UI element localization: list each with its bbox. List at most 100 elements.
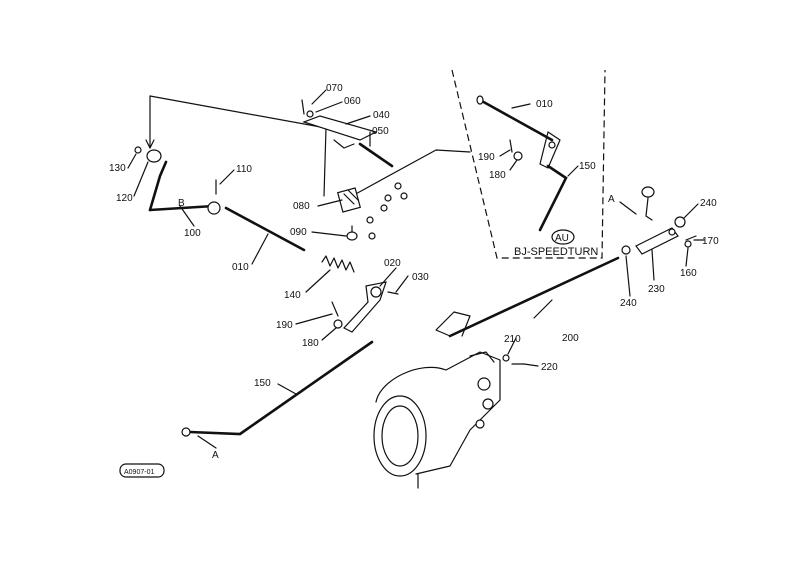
joint-a-stem	[645, 197, 653, 221]
drawing-number: A0907-01	[124, 469, 154, 476]
inset-callout-180: 180	[489, 170, 506, 181]
housing-body	[375, 351, 501, 475]
leader-220	[523, 363, 539, 367]
rod-150	[188, 340, 374, 436]
bracket-040	[302, 115, 378, 141]
inset-panel: 010 190 180 150 AU BJ-SPEEDTURN	[451, 69, 606, 259]
lever-230-hole	[668, 228, 676, 236]
inset-leader-190	[499, 149, 511, 157]
leader-150	[277, 383, 297, 395]
rod-200-bend	[435, 311, 471, 337]
spring-140	[321, 255, 355, 273]
callout-170: 170	[702, 236, 719, 247]
ref-a-bottom: A	[212, 450, 219, 461]
inset-shaft-end	[476, 95, 484, 105]
joint-a	[641, 186, 655, 198]
leader-060	[315, 101, 343, 113]
leader-180	[321, 327, 337, 341]
pin-170	[685, 235, 697, 241]
callout-230: 230	[648, 284, 665, 295]
rod-150-end	[181, 427, 191, 437]
fitting-f	[368, 232, 376, 240]
callout-240-lower: 240	[620, 298, 637, 309]
inset-arm	[539, 131, 561, 169]
leader-200	[533, 299, 553, 319]
fitting-b	[400, 192, 408, 200]
housing-boss-3	[475, 419, 485, 429]
leader-a-top	[619, 201, 637, 215]
leader-040	[345, 115, 371, 125]
callout-010: 010	[232, 262, 249, 273]
leader-210	[507, 337, 517, 355]
callout-110: 110	[236, 164, 252, 175]
washer-060	[306, 110, 314, 118]
ref-a-top: A	[608, 194, 615, 205]
housing-flange-inner	[381, 405, 419, 467]
callout-050: 050	[372, 126, 389, 137]
inset-shaft	[478, 98, 554, 142]
callout-160: 160	[680, 268, 697, 279]
leader-030	[395, 275, 409, 293]
lever-230	[635, 227, 679, 255]
shaft-010	[224, 206, 306, 252]
fitting-e	[366, 216, 374, 224]
nut-240-upper	[674, 216, 686, 228]
leader-190	[295, 313, 333, 325]
callout-120: 120	[116, 193, 133, 204]
leader-a-bottom	[197, 435, 217, 449]
leader-080	[317, 199, 343, 207]
leader-240-upper	[683, 203, 699, 219]
callout-090: 090	[290, 227, 307, 238]
housing-boss	[477, 377, 491, 391]
cap-130	[134, 146, 142, 154]
callout-020: 020	[384, 258, 401, 269]
inset-callout-190: 190	[478, 152, 495, 163]
fitting-d	[380, 204, 388, 212]
callout-070: 070	[326, 83, 343, 94]
block-080-hatch	[343, 189, 359, 205]
inset-callout-150: 150	[579, 161, 596, 172]
rod-200	[448, 256, 620, 338]
leader-070	[311, 89, 327, 105]
leader-020	[379, 267, 397, 287]
leader-240-lower	[625, 255, 631, 297]
callout-labels: 070 060 040 050 110 130 120 100 080 090 …	[109, 83, 719, 461]
housing-top-fitting	[469, 351, 495, 363]
callout-240-upper: 240	[700, 198, 717, 209]
right-linkage	[435, 186, 697, 338]
leader-lines	[127, 89, 705, 449]
callout-150: 150	[254, 378, 271, 389]
leader-130	[127, 153, 137, 169]
housing-boss-2	[482, 398, 494, 410]
control-cable	[351, 149, 471, 197]
block-080	[336, 187, 362, 213]
leader-160	[685, 247, 689, 267]
ref-b: B	[178, 198, 185, 209]
fitting-210	[502, 354, 510, 362]
fitting-a	[394, 182, 402, 190]
inset-pin	[509, 139, 513, 153]
drawing-number-frame	[119, 463, 165, 478]
washer-180	[333, 319, 343, 329]
callout-190: 190	[276, 320, 293, 331]
left-linkage	[134, 146, 399, 437]
inset-badge: AU	[555, 233, 569, 244]
leader-140	[305, 269, 331, 293]
bolt-030	[387, 291, 399, 295]
leader-120	[133, 161, 149, 197]
drawing-number-stamp: A0907-01	[119, 463, 165, 478]
inset-border	[451, 69, 606, 259]
washer-160	[684, 240, 692, 248]
callout-200: 200	[562, 333, 579, 344]
inset-leader-180	[509, 159, 518, 171]
cable-guide-right	[149, 95, 327, 197]
callout-130: 130	[109, 163, 126, 174]
callout-080: 080	[293, 201, 310, 212]
bracket-040-tab	[333, 139, 355, 149]
callout-210: 210	[504, 334, 521, 345]
pin-070	[301, 99, 305, 115]
leader-100	[179, 205, 195, 227]
leader-110	[219, 169, 235, 185]
